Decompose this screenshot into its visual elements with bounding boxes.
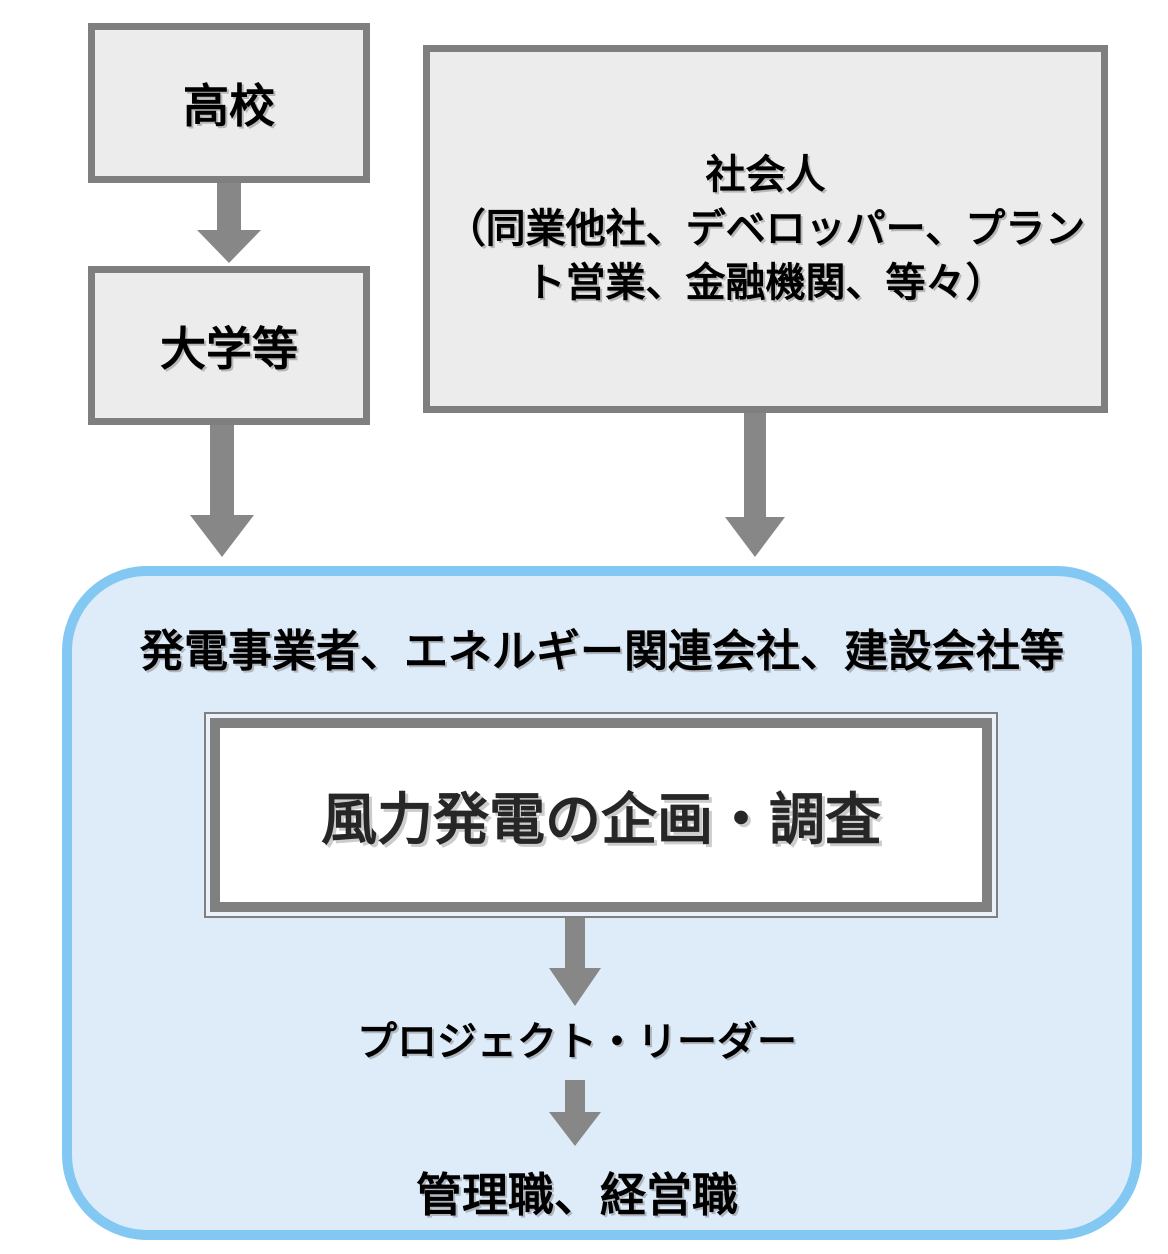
box-university-label: 大学等 <box>160 322 298 375</box>
down-arrow-project-leader-to-management <box>549 1080 601 1146</box>
box-university: 大学等 <box>88 266 370 425</box>
box-wind-power-planning-inner: 風力発電の企画・調査 <box>210 718 992 912</box>
down-arrow-university-to-company <box>190 425 254 557</box>
arrow-shaft <box>565 918 585 968</box>
company-header-label: 発電事業者、エネルギー関連会社、建設会社等 <box>140 627 1064 676</box>
box-highschool-label: 高校 <box>183 80 275 132</box>
arrow-head <box>190 515 254 557</box>
down-arrow-core-to-project-leader <box>549 918 601 1006</box>
box-highschool: 高校 <box>88 23 370 183</box>
down-arrow-highschool-to-university <box>197 183 261 263</box>
box-mid-career-workers: 社会人 （同業他社、デベロッパー、プラン ト営業、金融機関、等々） <box>423 45 1108 413</box>
worker-line: ト営業、金融機関、等々） <box>525 261 1006 305</box>
arrow-head <box>549 1112 601 1146</box>
management-label: 管理職、経営職 <box>416 1169 738 1221</box>
worker-line: 社会人 <box>705 153 826 197</box>
arrow-shaft <box>744 413 766 517</box>
arrow-shaft <box>217 183 241 230</box>
arrow-head <box>549 968 601 1006</box>
box-wind-power-planning: 風力発電の企画・調査 <box>204 712 998 918</box>
wind-power-planning-label: 風力発電の企画・調査 <box>321 787 881 851</box>
project-leader-label: プロジェクト・リーダー <box>357 1020 797 1064</box>
box-power-company: 発電事業者、エネルギー関連会社、建設会社等 風力発電の企画・調査 プロジェクト・… <box>62 566 1142 1240</box>
arrow-shaft <box>210 425 234 515</box>
down-arrow-workers-to-company <box>725 413 785 557</box>
arrow-head <box>197 230 261 263</box>
arrow-shaft <box>565 1080 585 1112</box>
arrow-head <box>725 517 785 557</box>
worker-line: （同業他社、デベロッパー、プラン <box>445 207 1086 251</box>
